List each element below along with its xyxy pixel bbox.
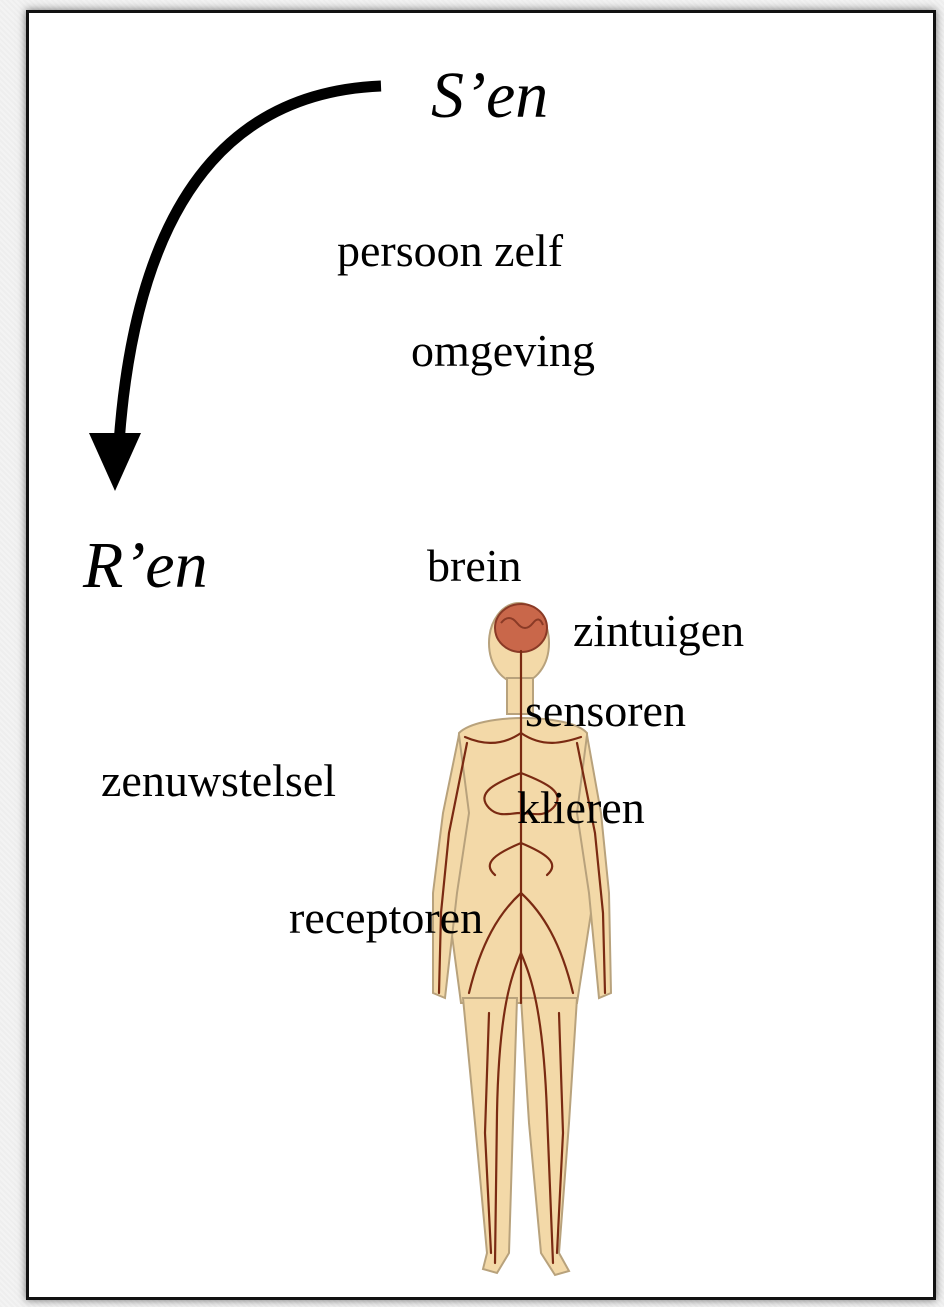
label-receptors: receptoren — [289, 895, 483, 941]
label-senses: zintuigen — [573, 608, 744, 654]
human-nervous-system-figure — [29, 13, 936, 1300]
label-brain: brein — [427, 543, 522, 589]
slide-card: S’en R’en persoon zelf omgeving — [26, 10, 936, 1300]
label-sensors: sensoren — [525, 688, 686, 734]
label-glands: klieren — [517, 785, 645, 831]
label-nervous-system: zenuwstelsel — [101, 758, 336, 804]
